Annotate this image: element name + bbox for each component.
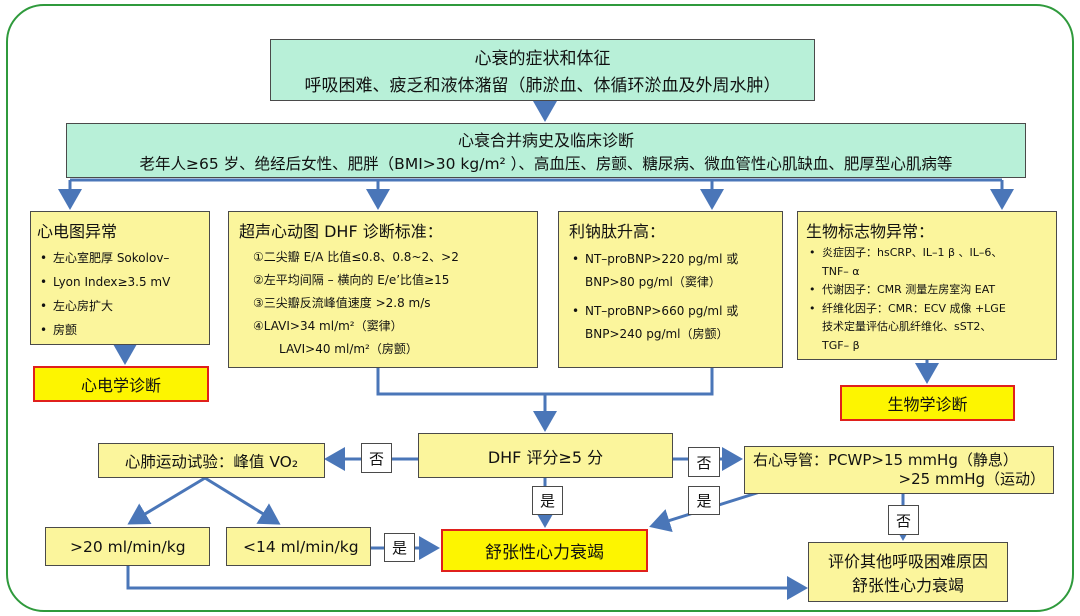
comorbid-detail: 老年人≥65 岁、绝经后女性、肥胖（BMI>30 kg/m² ）、高血压、房颤、… <box>139 155 953 173</box>
echo-item: ③三尖瓣反流峰值速度 >2.8 m/s <box>253 296 431 310</box>
ecg-title: 心电图异常 <box>37 222 118 241</box>
echo-item: LAVI>40 ml/m²（房颤） <box>279 342 418 356</box>
hfpef-box: 舒张性心力衰竭 <box>441 529 648 572</box>
vo2-low-label: <14 ml/min/kg <box>243 537 359 556</box>
other-line1: 评价其他呼吸困难原因 <box>827 552 988 571</box>
arrow-cpet-to-high <box>127 476 206 525</box>
arrow-high-to-other <box>126 566 808 600</box>
ecg-list: 左心室肥厚 Sokolov– Lyon Index≥3.5 mV 左心房扩大 房… <box>37 246 203 342</box>
other-causes-box: 评价其他呼吸困难原因 舒张性心力衰竭 <box>808 542 1008 602</box>
bio-list: 炎症因子：hsCRP、IL–1 β 、IL–6、TNF– α 代谢因子：CMR … <box>806 244 1048 355</box>
comorbid-title: 心衰合并病史及临床诊断 <box>457 131 634 150</box>
yes-label-score: 是 <box>532 486 563 515</box>
score-label: DHF 评分≥5 分 <box>487 447 604 467</box>
comorbid-box: 心衰合并病史及临床诊断 老年人≥65 岁、绝经后女性、肥胖（BMI>30 kg/… <box>66 123 1026 178</box>
bio-item: 炎症因子：hsCRP、IL–1 β 、IL–6、TNF– α <box>806 244 1048 281</box>
yes-label-rhc: 是 <box>688 486 720 515</box>
no-label-rhc: 否 <box>688 447 720 477</box>
score-box: DHF 评分≥5 分 <box>418 433 673 478</box>
no-label-cpet: 否 <box>361 443 392 473</box>
bio-item: 纤维化因子：CMR：ECV 成像 +LGE技术定量评估心肌纤维化、sST2、TG… <box>806 300 1048 356</box>
ecg-box: 心电图异常 左心室肥厚 Sokolov– Lyon Index≥3.5 mV 左… <box>30 211 210 345</box>
outer-frame <box>6 4 1074 612</box>
rhc-line2: >25 mmHg（运动） <box>898 470 1045 488</box>
cpet-label: 心肺运动试验：峰值 VO₂ <box>124 452 299 471</box>
ecg-item-cont: Lyon Index≥3.5 mV <box>37 270 203 294</box>
bio-diagnosis-box: 生物学诊断 <box>840 385 1015 421</box>
bio-box: 生物标志物异常： 炎症因子：hsCRP、IL–1 β 、IL–6、TNF– α … <box>797 211 1057 360</box>
yes-label-vo2: 是 <box>384 533 415 562</box>
echo-item: ①二尖瓣 E/A 比值≤0.8、0.8~2、>2 <box>253 250 459 264</box>
symptoms-detail: 呼吸困难、疲乏和液体潴留（肺淤血、体循环淤血及外周水肿） <box>304 76 781 96</box>
bio-title: 生物标志物异常： <box>806 222 935 241</box>
echo-item: ④LAVI>34 ml/m²（窦律） <box>253 319 403 333</box>
rhc-box: 右心导管：PCWP>15 mmHg（静息） >25 mmHg（运动） <box>744 446 1054 494</box>
symptoms-box: 心衰的症状和体征 呼吸困难、疲乏和液体潴留（肺淤血、体循环淤血及外周水肿） <box>270 39 815 101</box>
echo-box: 超声心动图 DHF 诊断标准： ①二尖瓣 E/A 比值≤0.8、0.8~2、>2… <box>228 211 538 368</box>
vo2-high-box: >20 ml/min/kg <box>45 527 210 566</box>
cpet-box: 心肺运动试验：峰值 VO₂ <box>98 443 325 478</box>
echo-item: ②左平均间隔 – 横向的 E/e’比值≥15 <box>253 273 450 287</box>
ecg-item: 房颤 <box>37 318 203 342</box>
ecg-item: 左心室肥厚 Sokolov– <box>37 246 203 270</box>
rhc-line1: 右心导管：PCWP>15 mmHg（静息） <box>753 451 1018 469</box>
symptoms-title: 心衰的症状和体征 <box>474 49 611 69</box>
hfpef-label: 舒张性心力衰竭 <box>485 543 604 563</box>
vo2-low-box: <14 ml/min/kg <box>226 527 371 566</box>
echo-title: 超声心动图 DHF 诊断标准： <box>239 222 443 241</box>
ecg-diagnosis-label: 心电学诊断 <box>80 376 161 395</box>
vo2-high-label: >20 ml/min/kg <box>70 537 186 556</box>
bnp-title: 利钠肽升高： <box>569 222 666 241</box>
bio-diagnosis-label: 生物学诊断 <box>887 395 968 414</box>
bio-item: 代谢因子：CMR 测量左房室沟 EAT <box>806 281 1048 300</box>
ecg-diagnosis-box: 心电学诊断 <box>33 366 209 402</box>
arrow-cpet-to-low <box>204 476 281 525</box>
other-line2: 舒张性心力衰竭 <box>851 576 964 595</box>
merge-line <box>376 368 714 396</box>
ecg-item: 左心房扩大 <box>37 294 203 318</box>
echo-list: ①二尖瓣 E/A 比值≤0.8、0.8~2、>2 ②左平均间隔 – 横向的 E/… <box>239 246 527 361</box>
no-label-other: 否 <box>888 505 919 535</box>
